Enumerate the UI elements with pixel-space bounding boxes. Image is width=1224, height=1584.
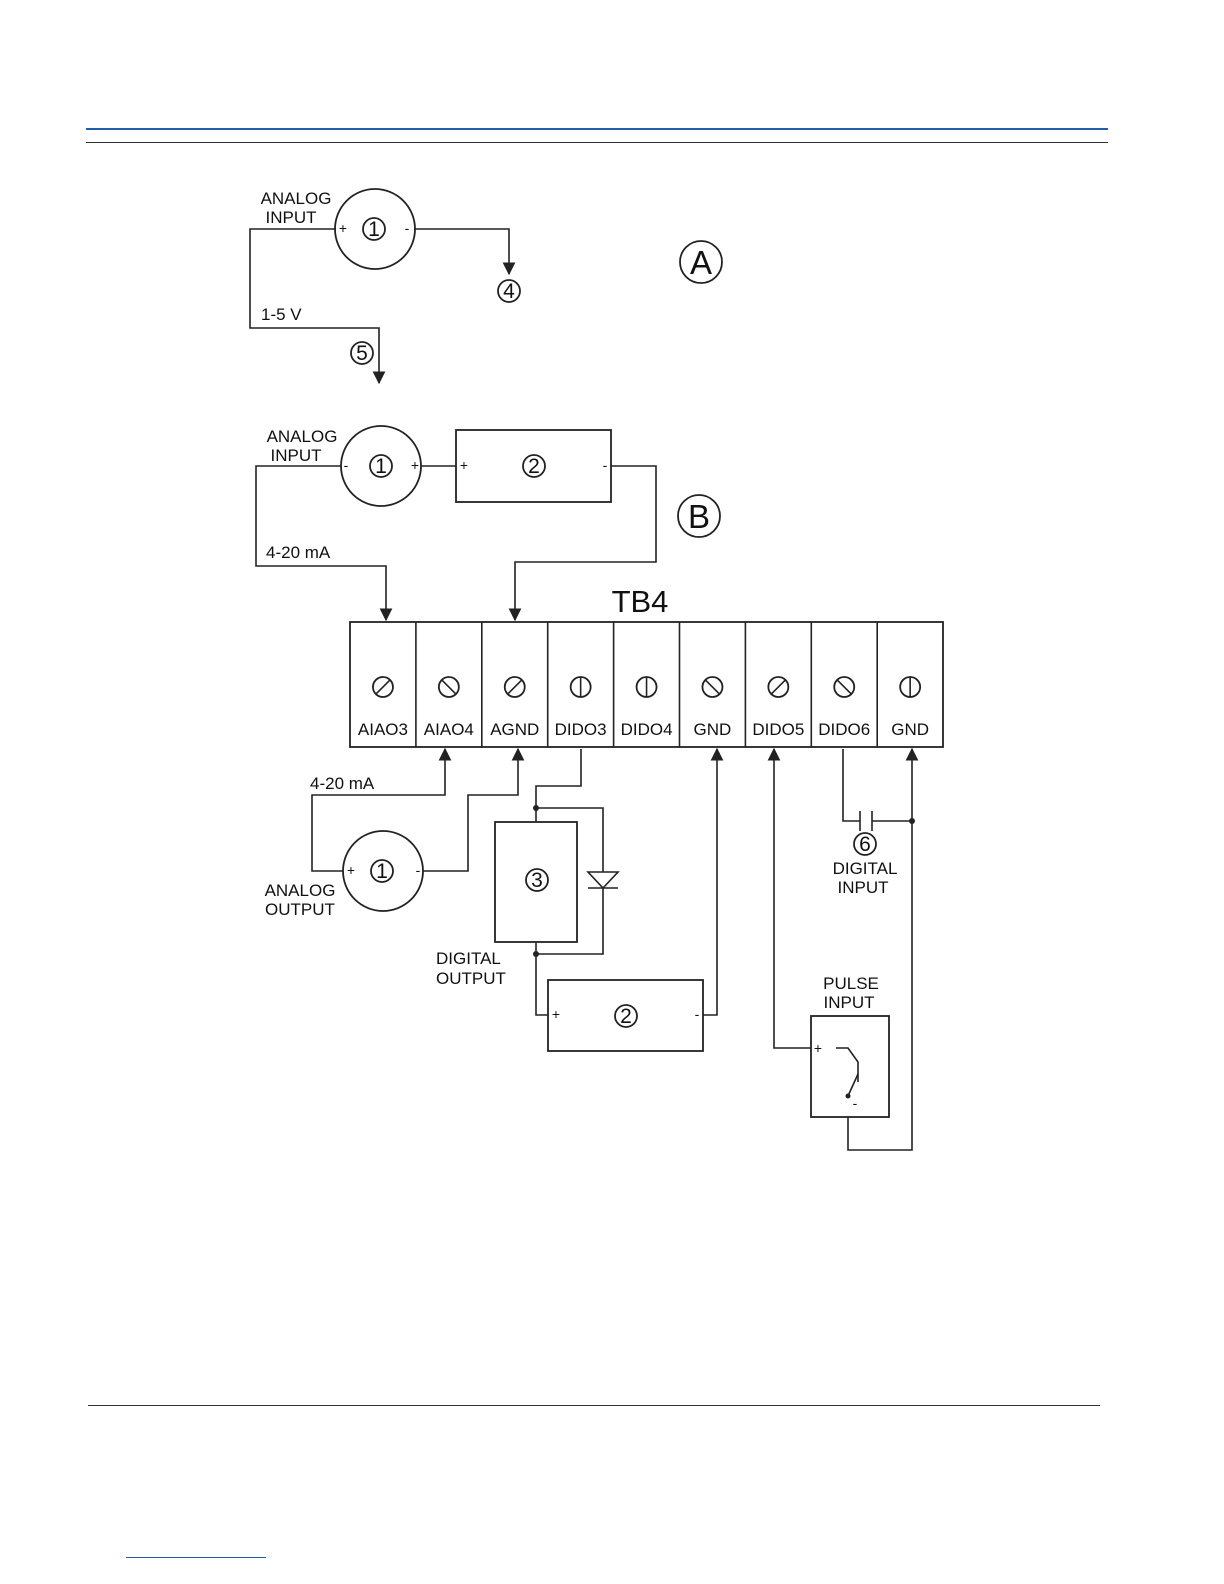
callout-4: 4	[503, 280, 515, 303]
analog-output-minus: -	[416, 862, 421, 878]
terminal-label: DIDO5	[752, 720, 804, 739]
terminal-label: DIDO4	[621, 720, 673, 739]
terminal-block-title: TB4	[612, 584, 669, 619]
section-a-signal-label: 1-5 V	[261, 305, 302, 324]
digital-input-feed-wire	[843, 749, 860, 821]
marker-b: B	[688, 498, 710, 535]
marker-a: A	[690, 244, 712, 281]
section-b-plus: +	[411, 457, 419, 473]
analog-output-label-line1: ANALOG	[265, 881, 336, 900]
digital-output-supply-plus: +	[552, 1006, 560, 1022]
terminal-label: GND	[891, 720, 929, 739]
pulse-input-plus: +	[814, 1040, 822, 1056]
pulse-switch-node	[846, 1094, 851, 1099]
pulse-input-label-line2: INPUT	[824, 993, 875, 1012]
digital-output-load-number: 3	[531, 869, 543, 892]
pulse-input-label-line1: PULSE	[823, 974, 879, 993]
section-b-signal-label: 4-20 mA	[266, 543, 331, 562]
terminal-label: DIDO6	[818, 720, 870, 739]
digital-input-number: 6	[859, 833, 871, 856]
digital-input-circuit: 6 DIGITAL INPUT	[833, 749, 915, 897]
section-a-minus: -	[405, 220, 410, 236]
pulse-input-minus: -	[853, 1095, 858, 1111]
digital-output-return-wire	[703, 749, 717, 1015]
section-b-minus: -	[344, 457, 349, 473]
section-a-return-wire	[414, 229, 509, 274]
digital-output-feed-wire	[536, 749, 581, 822]
digital-input-label-line2: INPUT	[838, 878, 889, 897]
digital-output-label-line2: OUTPUT	[436, 969, 506, 988]
section-b-supply-plus: +	[460, 457, 468, 473]
section-b-label-line1: ANALOG	[267, 427, 338, 446]
section-b-device-number: 1	[375, 455, 387, 478]
terminal-label: AIAO4	[424, 720, 474, 739]
section-b-supply-number: 2	[528, 455, 540, 478]
analog-output-circuit: 4-20 mA 1 + - ANALOG OUTPUT	[265, 749, 518, 919]
analog-output-plus: +	[347, 862, 355, 878]
section-a: ANALOG INPUT 1 + - 4 1-5 V 5 A	[250, 189, 722, 383]
digital-output-supply-minus: -	[695, 1006, 700, 1022]
analog-output-number: 1	[376, 860, 388, 883]
section-b-label-line2: INPUT	[271, 446, 322, 465]
terminal-label: DIDO3	[555, 720, 607, 739]
section-a-device-number: 1	[368, 218, 380, 241]
pulse-input-box	[811, 1016, 889, 1117]
terminal-label: AGND	[490, 720, 539, 739]
digital-input-label-line1: DIGITAL	[833, 859, 898, 878]
digital-output-supply-number: 2	[620, 1005, 632, 1028]
analog-output-signal-label: 4-20 mA	[310, 774, 375, 793]
diode-icon	[588, 872, 618, 888]
section-b-supply-minus: -	[603, 457, 608, 473]
terminal-label: AIAO3	[358, 720, 408, 739]
pulse-input-signal-wire	[774, 749, 811, 1048]
section-a-plus: +	[339, 220, 347, 236]
section-a-label-line1: ANALOG	[261, 189, 332, 208]
terminal-block-tb4: TB4 AIAO3 AIAO4 AGND DIDO3 DIDO4 GND DIDO5 DIDO…	[350, 584, 943, 747]
section-a-label-line2: INPUT	[266, 208, 317, 227]
callout-5: 5	[356, 342, 368, 365]
terminal-label: GND	[694, 720, 732, 739]
digital-output-label-line1: DIGITAL	[436, 949, 501, 968]
analog-output-label-line2: OUTPUT	[265, 900, 335, 919]
